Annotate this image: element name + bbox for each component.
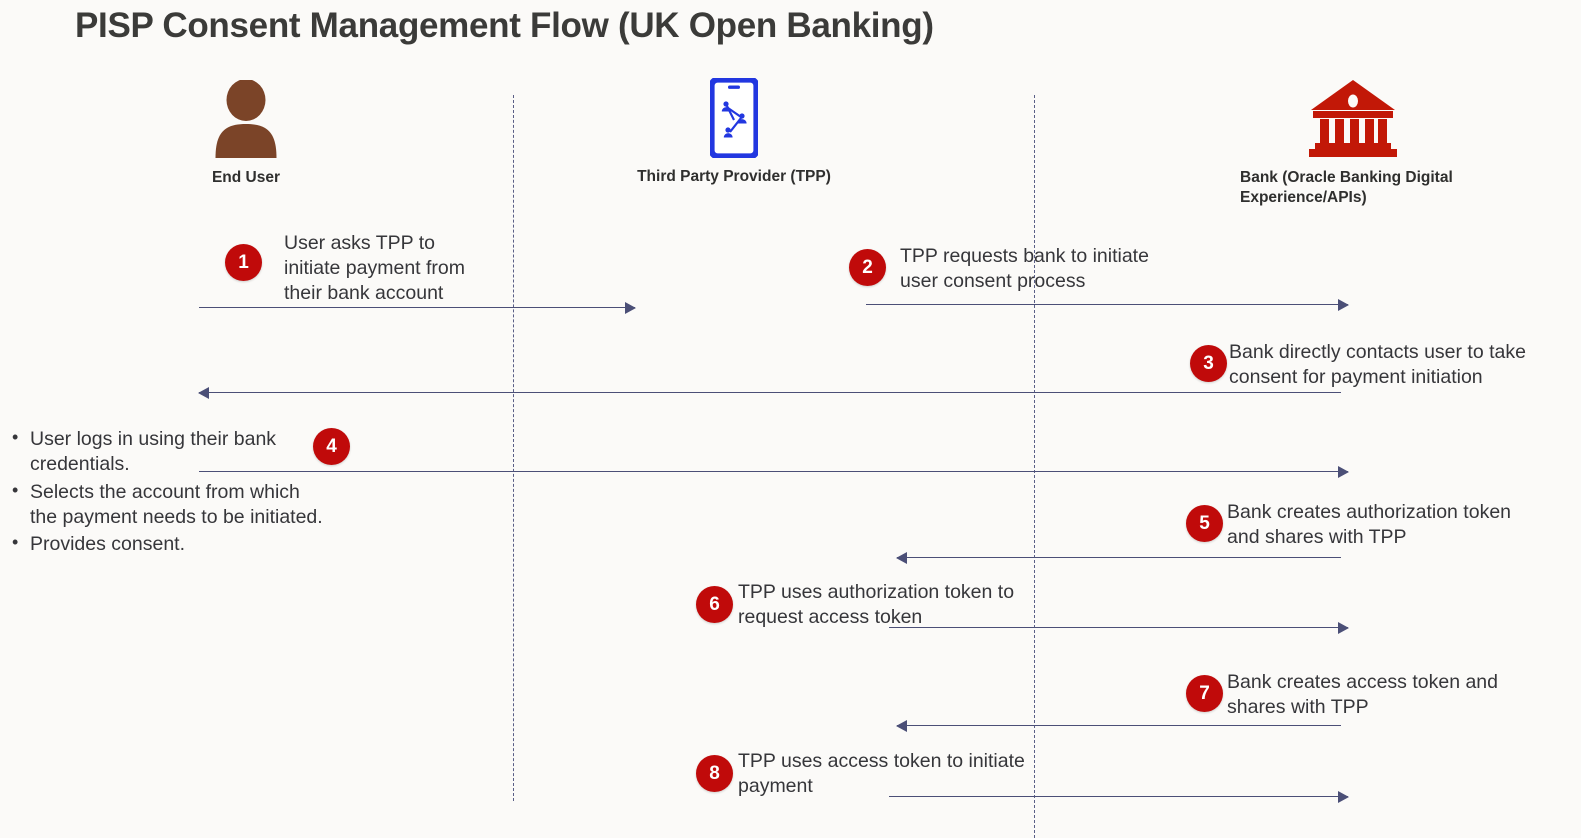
arrow-head (1338, 466, 1349, 478)
step-badge-5[interactable]: 5 (1186, 505, 1223, 542)
list-item: Selects the account from which the payme… (8, 479, 368, 531)
step-arrow-8 (889, 791, 1349, 803)
step-text-5: Bank creates authorization token and sha… (1227, 501, 1512, 548)
step-text-3: Bank directly contacts user to take cons… (1229, 341, 1526, 388)
actor-tpp: Third Party Provider (TPP) (634, 78, 834, 187)
arrow-shaft (866, 304, 1348, 305)
step-badge-3[interactable]: 3 (1190, 345, 1227, 382)
arrow-shaft (897, 557, 1341, 558)
actor-bank: Bank (Oracle Banking Digital Experience/… (1240, 78, 1530, 208)
step-arrow-5 (896, 552, 1341, 564)
bank-icon (1309, 80, 1397, 157)
arrow-shaft (199, 471, 1348, 472)
step-arrow-3 (198, 387, 1341, 399)
arrow-head (1338, 791, 1349, 803)
step-badge-6[interactable]: 6 (696, 586, 733, 623)
arrow-head (1338, 622, 1349, 634)
arrow-shaft (889, 627, 1348, 628)
step-badge-1[interactable]: 1 (225, 244, 262, 281)
step-4-bullet-list: User logs in using their bank credential… (8, 426, 368, 560)
step-text-6: TPP uses authorization token to request … (738, 581, 1015, 628)
arrow-head (896, 720, 907, 732)
step-arrow-1 (199, 302, 636, 314)
step-text-7: Bank creates access token and shares wit… (1227, 671, 1498, 718)
actor-end-user: End User (146, 80, 346, 188)
user-icon (215, 80, 277, 158)
arrow-shaft (199, 392, 1341, 393)
actor-label-tpp: Third Party Provider (TPP) (637, 168, 831, 185)
list-item: Provides consent. (8, 531, 368, 557)
step-text-2: TPP requests bank to initiate user conse… (900, 245, 1149, 292)
lifeline-tpp (1034, 95, 1035, 838)
arrow-head (625, 302, 636, 314)
arrow-head (896, 552, 907, 564)
arrow-head (1338, 299, 1349, 311)
arrow-shaft (897, 725, 1341, 726)
arrow-head (198, 387, 209, 399)
step-text-8: TPP uses access token to initiate paymen… (738, 750, 1025, 797)
arrow-shaft (199, 307, 635, 308)
arrow-shaft (889, 796, 1348, 797)
step-arrow-4 (199, 466, 1349, 478)
page-title: PISP Consent Management Flow (UK Open Ba… (75, 6, 934, 45)
step-badge-4[interactable]: 4 (313, 428, 350, 465)
mobile-network-icon (710, 78, 758, 158)
step-arrow-6 (889, 622, 1349, 634)
actor-label-end-user: End User (211, 169, 281, 186)
step-badge-8[interactable]: 8 (696, 755, 733, 792)
step-badge-2[interactable]: 2 (849, 249, 886, 286)
step-arrow-2 (866, 299, 1349, 311)
actor-label-bank: Bank (Oracle Banking Digital Experience/… (1240, 169, 1453, 206)
lifeline-end-user (513, 95, 514, 801)
list-item: User logs in using their bank credential… (8, 426, 368, 478)
step-text-1: User asks TPP to initiate payment from t… (284, 232, 465, 304)
step-badge-7[interactable]: 7 (1186, 675, 1223, 712)
step-arrow-7 (896, 720, 1341, 732)
